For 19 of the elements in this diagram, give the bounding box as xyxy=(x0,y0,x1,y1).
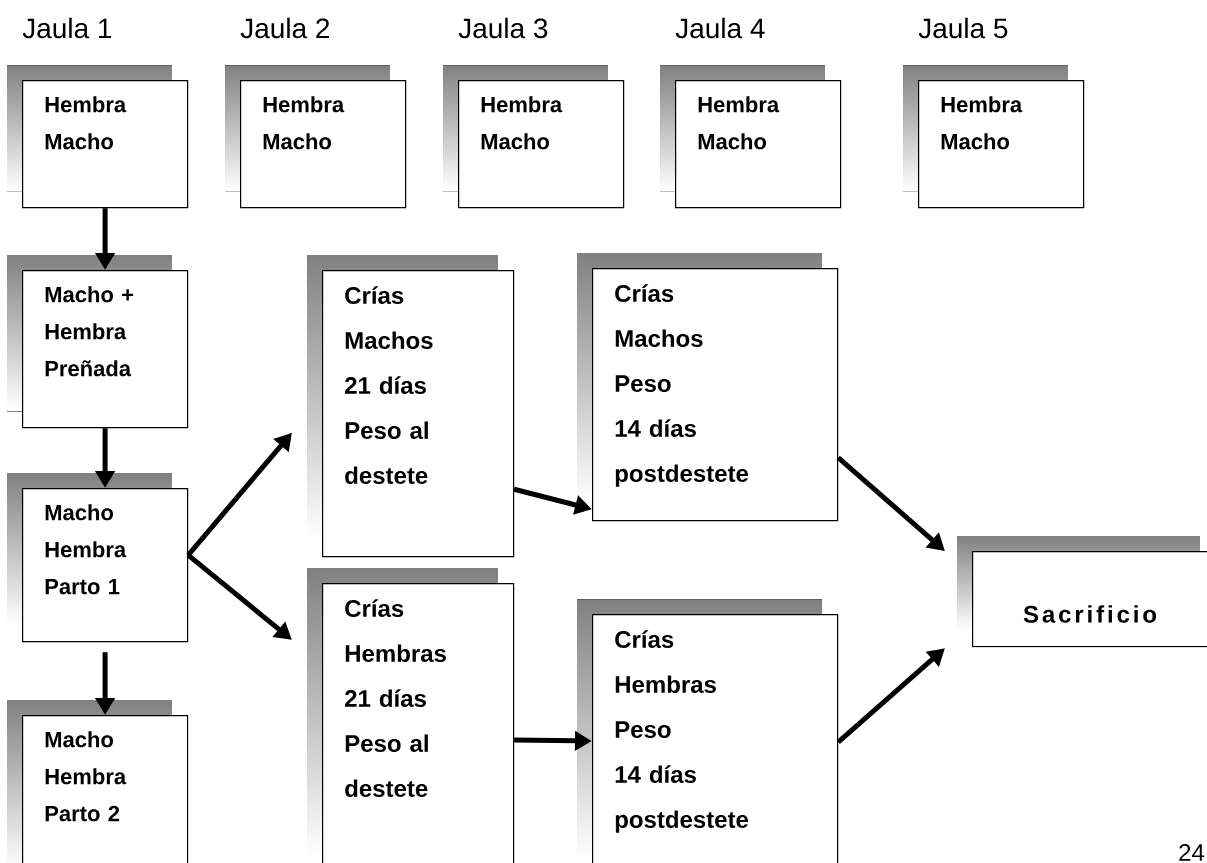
process-box: Crías Hembras 21 días Peso al destete xyxy=(307,568,515,863)
process-box: Hembra Macho xyxy=(660,65,842,209)
cage-label: Jaula 1 xyxy=(22,17,112,39)
process-box: Macho Hembra Parto 2 xyxy=(7,700,189,863)
process-box: Crías Hembras Peso 14 días postdestete xyxy=(577,599,839,863)
process-box: Hembra Macho xyxy=(903,65,1085,209)
cage-label: Jaula 5 xyxy=(918,17,1008,39)
process-box: Sacrificio xyxy=(957,536,1207,648)
process-box: Hembra Macho xyxy=(443,65,625,209)
cage-label: Jaula 2 xyxy=(240,17,330,39)
process-box: Macho + Hembra Preñada xyxy=(7,255,189,429)
cage-label: Jaula 4 xyxy=(675,17,765,39)
process-box: Macho Hembra Parto 1 xyxy=(7,473,189,643)
process-box: Crías Machos 21 días Peso al destete xyxy=(307,255,515,558)
page-number: 24 xyxy=(1179,844,1205,861)
process-box: Hembra Macho xyxy=(7,65,189,209)
cage-label: Jaula 3 xyxy=(458,17,548,39)
process-box: Crías Machos Peso 14 días postdestete xyxy=(577,253,839,522)
process-box: Hembra Macho xyxy=(225,65,407,209)
